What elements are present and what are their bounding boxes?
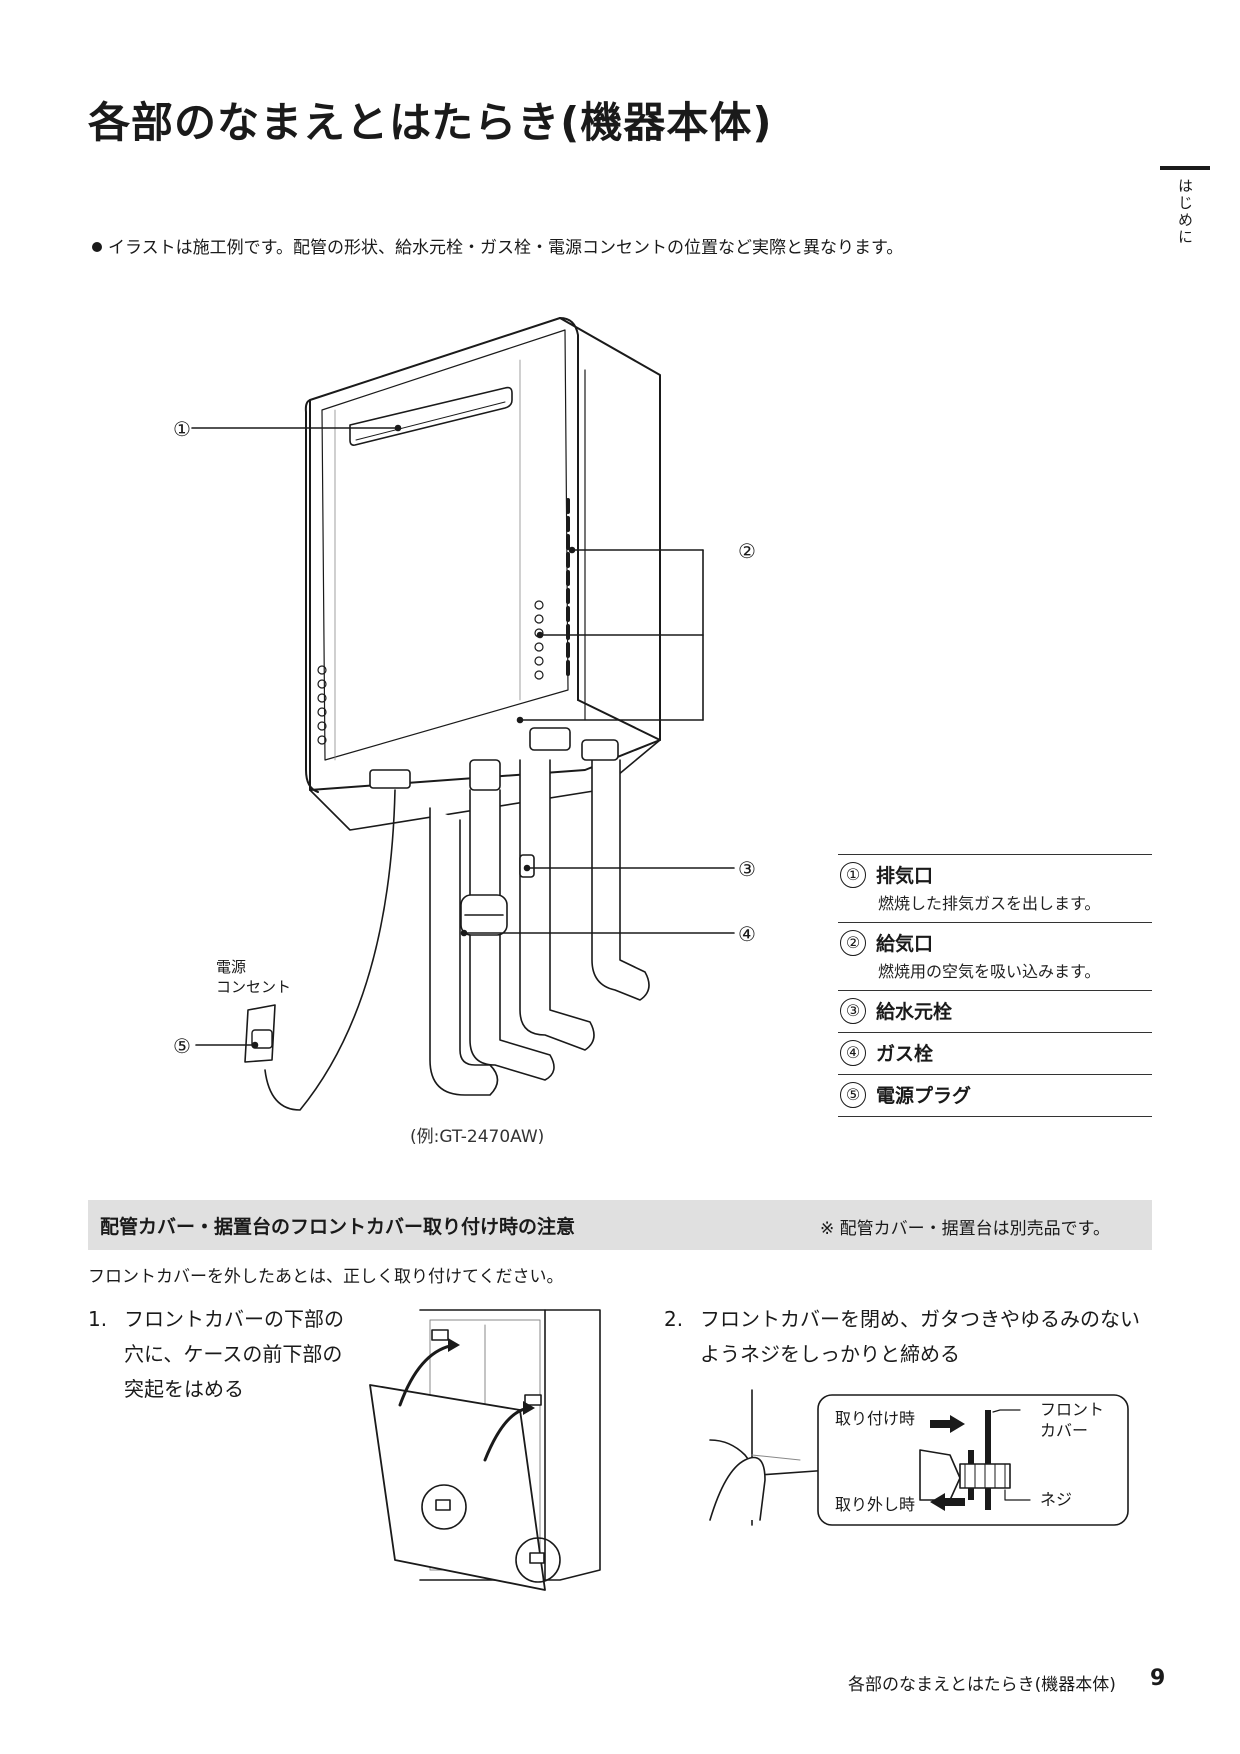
outlet-label-line1: 電源 (216, 958, 247, 976)
legend-item: ④ ガス栓 (838, 1033, 1152, 1075)
legend-part-name: 電源プラグ (876, 1085, 972, 1107)
legend-part-name: ガス栓 (876, 1043, 934, 1065)
step-2-line2: ようネジをしっかりと締める (700, 1342, 960, 1366)
legend-number: ① (840, 861, 866, 888)
sidebar-tab-label: はじめに (1176, 178, 1194, 246)
callout-3: ③ (738, 857, 756, 881)
notice-bar (88, 1200, 1152, 1250)
illustration-note-text: イラストは施工例です。配管の形状、給水元栓・ガス栓・電源コンセントの位置など実際… (108, 238, 904, 258)
legend-part-name: 給水元栓 (876, 1001, 953, 1023)
legend-number: ④ (840, 1039, 866, 1066)
notice-title: 配管カバー・据置台のフロントカバー取り付け時の注意 (100, 1216, 576, 1238)
attach-label: 取り付け時 (835, 1409, 915, 1428)
legend-number: ⑤ (840, 1081, 866, 1108)
step-2-number: 2. (664, 1307, 684, 1331)
step-1: 1. フロントカバーの下部の 穴に、ケースの前下部の 突起をはめる (88, 1302, 368, 1407)
callout-1: ① (173, 417, 191, 441)
front-cover-label-line2: カバー (1040, 1421, 1088, 1440)
step-1-number: 1. (88, 1307, 108, 1331)
step-1-line3: 突起をはめる (124, 1377, 244, 1401)
step-1-line2: 穴に、ケースの前下部の (124, 1342, 343, 1366)
callout-5: ⑤ (173, 1034, 191, 1058)
remove-label: 取り外し時 (835, 1495, 915, 1514)
notice-description: フロントカバーを外したあとは、正しく取り付けてください。 (88, 1267, 564, 1287)
step-2-line1: フロントカバーを閉め、ガタつきやゆるみのない (700, 1307, 1140, 1331)
callout-2: ② (738, 539, 756, 563)
page-title: 各部のなまえとはたらき(機器本体) (88, 98, 773, 147)
legend-item: ① 排気口燃焼した排気ガスを出します。 (838, 855, 1152, 923)
bullet-icon (92, 242, 102, 252)
outlet-label-line2: コンセント (216, 978, 292, 996)
page-number: 9 (1150, 1666, 1166, 1691)
legend-item: ⑤ 電源プラグ (838, 1075, 1152, 1117)
legend-item: ③ 給水元栓 (838, 991, 1152, 1033)
pipes (369, 727, 650, 1096)
callout-leaders (191, 424, 735, 1049)
legend-part-name: 排気口 (876, 865, 934, 887)
parts-legend: ① 排気口燃焼した排気ガスを出します。 ② 給気口燃焼用の空気を吸い込みます。 ③ 給水元… (838, 854, 1152, 1117)
callout-numbers: ① ② ③ ④ ⑤ (173, 417, 756, 1058)
illustration-note: イラストは施工例です。配管の形状、給水元栓・ガス栓・電源コンセントの位置など実際… (92, 233, 903, 258)
vent-holes-left (317, 665, 327, 745)
front-cover-label-line1: フロント (1040, 1400, 1104, 1419)
outlet-label: 電源 コンセント (216, 957, 291, 997)
power-cord-and-plug (244, 789, 396, 1111)
model-caption: (例:GT-2470AW) (410, 1127, 545, 1147)
step-1-line1: フロントカバーの下部の (124, 1307, 344, 1331)
screw-label: ネジ (1040, 1490, 1072, 1509)
legend-description: 燃焼した排気ガスを出します。 (878, 894, 1101, 913)
sidebar-tab-bar (1160, 166, 1210, 170)
footer-section-title: 各部のなまえとはたらき(機器本体) (848, 1675, 1116, 1695)
legend-number: ③ (840, 997, 866, 1024)
step1-illustration (369, 1309, 601, 1591)
legend-number: ② (840, 929, 866, 956)
legend-description: 燃焼用の空気を吸い込みます。 (878, 962, 1101, 981)
callout-4: ④ (738, 922, 756, 946)
legend-item: ② 給気口燃焼用の空気を吸い込みます。 (838, 923, 1152, 991)
legend-part-name: 給気口 (876, 933, 934, 955)
step2-illustration (709, 1389, 1129, 1526)
step-2: 2. フロントカバーを閉め、ガタつきやゆるみのない ようネジをしっかりと締める (664, 1302, 1164, 1372)
notice-side-note: ※ 配管カバー・据置台は別売品です。 (820, 1219, 1110, 1239)
